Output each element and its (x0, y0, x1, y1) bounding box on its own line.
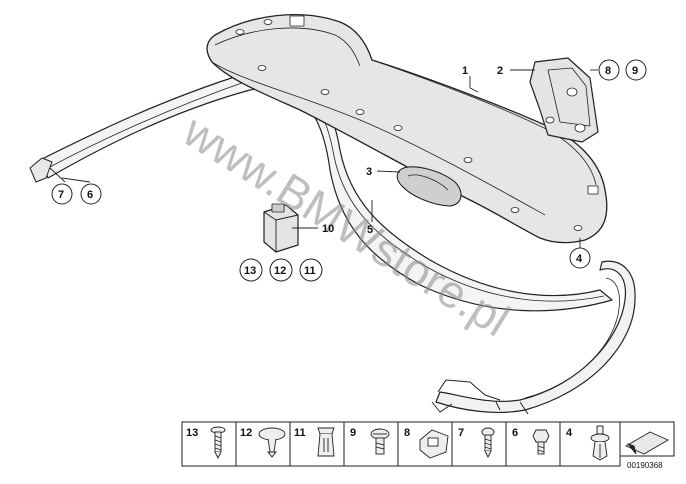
strip-label-8: 8 (404, 427, 410, 439)
strip-label-7: 7 (458, 427, 464, 439)
circle-12: 12 (274, 265, 286, 277)
circle-4: 4 (576, 253, 583, 265)
sheet-screw-icon (481, 427, 495, 459)
strip-label-6: 6 (512, 427, 518, 439)
strip-label-11: 11 (294, 427, 306, 439)
arrow-indicator-icon (625, 431, 669, 455)
circle-6: 6 (87, 189, 93, 201)
clip-block-part (263, 203, 299, 253)
circled-callouts (51, 59, 647, 282)
circle-8: 8 (605, 65, 611, 77)
circle-11: 11 (304, 265, 316, 277)
circle-9: 9 (632, 65, 638, 77)
circle-7: 7 (58, 189, 64, 201)
flat-screw-icon (370, 428, 390, 455)
leader-lines (49, 69, 598, 248)
bracket-part (529, 57, 599, 143)
handle-recess (396, 166, 462, 207)
reference-number: 00190368 (627, 461, 663, 470)
strip-label-4: 4 (566, 427, 573, 439)
callout-5: 5 (367, 224, 373, 236)
rivet-icon (258, 427, 286, 458)
strip-label-9: 9 (350, 427, 356, 439)
strip-label-12: 12 (240, 427, 252, 439)
parts-strip: 13 12 11 9 8 7 6 4 (181, 421, 675, 470)
hex-screw-icon (532, 429, 550, 455)
expanding-rivet-icon (590, 425, 610, 461)
strip-label-13: 13 (186, 427, 198, 439)
callout-1: 1 (462, 65, 468, 77)
circle-13: 13 (244, 265, 256, 277)
screw-washer-icon (210, 426, 226, 460)
callout-10: 10 (322, 223, 334, 235)
callout-3: 3 (366, 166, 372, 178)
clip-nut-icon (419, 429, 449, 459)
spreading-nut-icon (317, 427, 335, 457)
trim-panel-part (206, 14, 608, 244)
callout-2: 2 (497, 65, 503, 77)
